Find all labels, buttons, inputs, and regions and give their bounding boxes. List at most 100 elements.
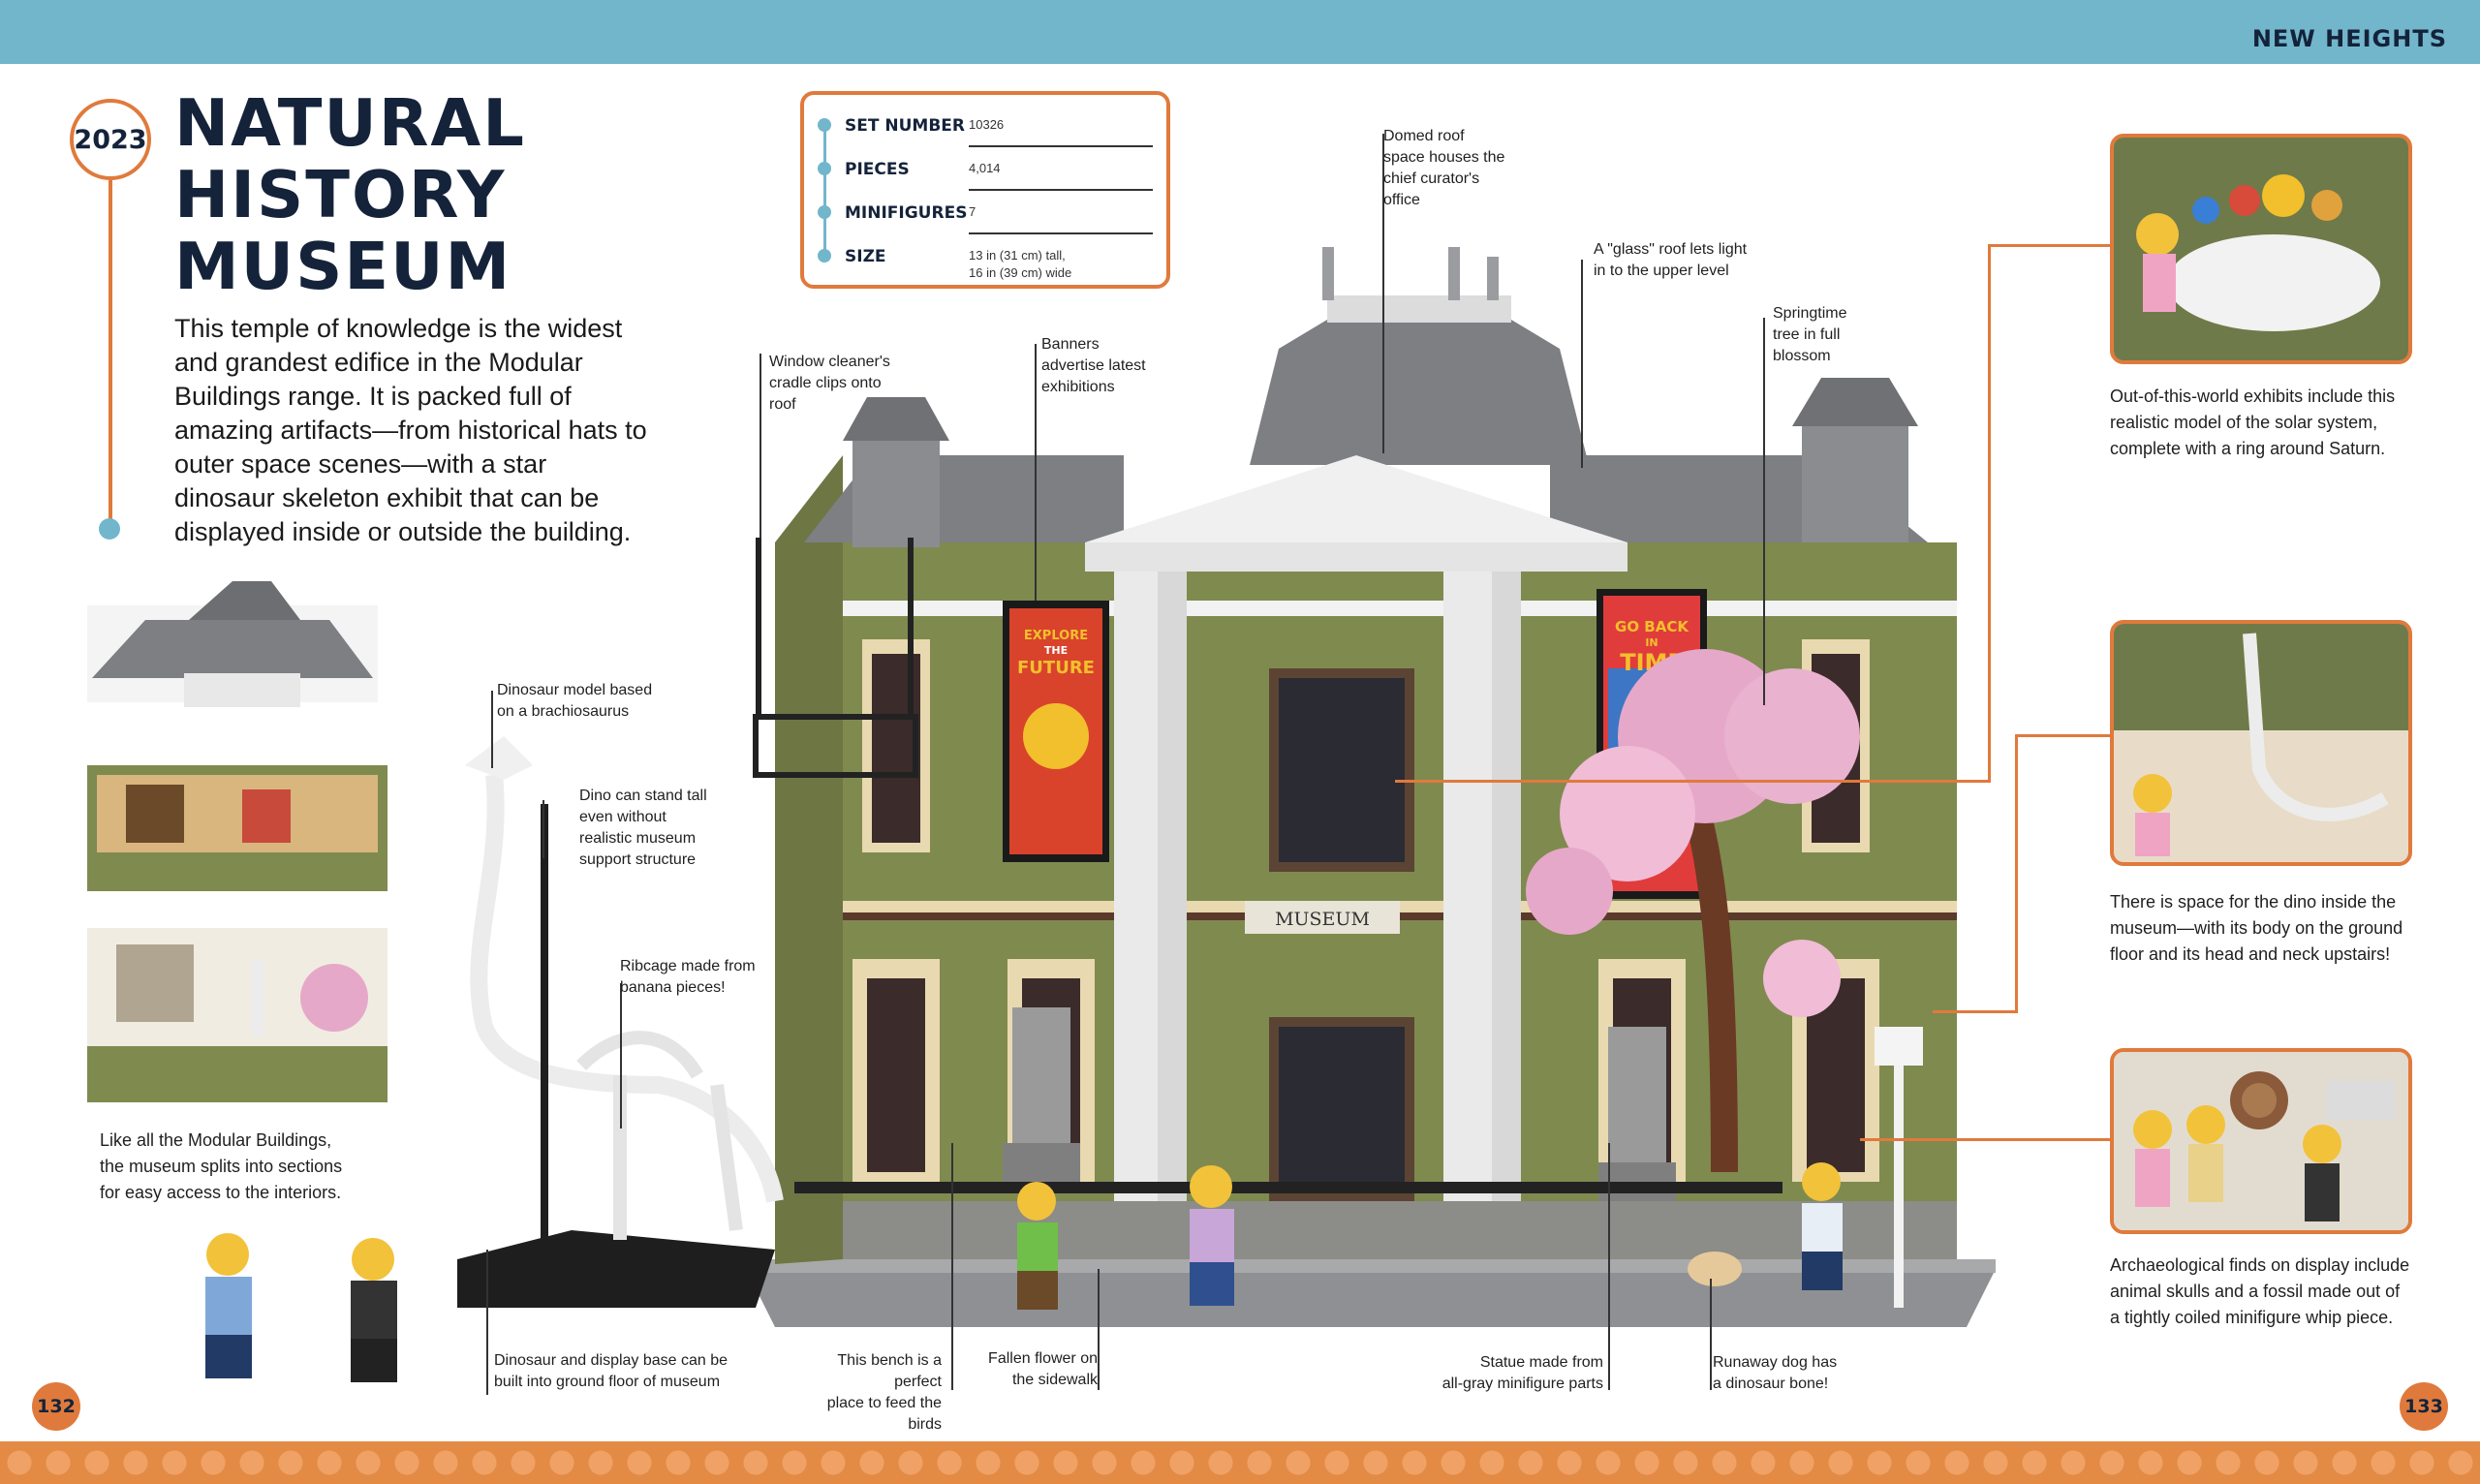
caption-dino-inside: There is space for the dino inside the m… — [2110, 892, 2403, 964]
spec-dot — [818, 205, 831, 219]
caption-springtime: Springtime tree in full blossom — [1773, 305, 1847, 364]
leader-dino-model — [491, 691, 493, 768]
caption-flower: Fallen flower on the sidewalk — [988, 1350, 1098, 1388]
svg-text:IN: IN — [1645, 636, 1658, 649]
spec-row-minifigures: MINIFIGURES 7 — [804, 198, 1164, 242]
year-badge: 2023 — [70, 99, 151, 180]
minifigure-child — [1017, 1182, 1058, 1310]
caption-window-cleaner: Window cleaner's cradle clips onto roof — [769, 354, 890, 413]
year-timeline-line — [108, 180, 112, 525]
caption-modular-split: Like all the Modular Buildings, the muse… — [100, 1130, 343, 1202]
leader-domed-roof — [1382, 134, 1384, 453]
roof-left — [804, 455, 1124, 542]
minifigure-visitor — [1190, 1165, 1234, 1306]
side-wall — [775, 455, 843, 1264]
spec-dot — [818, 249, 831, 263]
spec-rule — [969, 145, 1153, 147]
inset-leader-solar — [1988, 244, 2110, 247]
spec-rule — [969, 232, 1153, 234]
spec-value: 4,014 — [969, 161, 1001, 175]
pediment — [1085, 455, 1628, 542]
intro-paragraph: This temple of knowledge is the widest a… — [174, 314, 647, 546]
spec-value: 7 — [969, 204, 976, 219]
runaway-dog — [1688, 1252, 1742, 1286]
archaeology-illustration — [2114, 1052, 2408, 1230]
inset-leader-archaeology — [1860, 1138, 2110, 1141]
caption-bench: This bench is a perfect place to feed th… — [826, 1352, 942, 1433]
leader-banners — [1035, 344, 1037, 601]
svg-text:THE: THE — [1044, 644, 1068, 657]
section-label: NEW HEIGHTS — [2251, 25, 2447, 52]
spec-timeline-line — [823, 122, 826, 258]
year-timeline-dot — [99, 518, 120, 540]
spec-box: SET NUMBER 10326 PIECES 4,014 MINIFIGURE… — [800, 91, 1170, 289]
statue-right — [1608, 1027, 1666, 1172]
leader-statue — [1608, 1143, 1610, 1390]
title-line: HISTORY — [174, 157, 507, 232]
spec-row-set-number: SET NUMBER 10326 — [804, 110, 1164, 155]
spec-label: SIZE — [845, 247, 886, 266]
cleaner-cradle — [753, 714, 918, 778]
minifigure-curator — [351, 1238, 397, 1382]
dino-inside-illustration — [2114, 624, 2408, 862]
caption-solar: Out-of-this-world exhibits include this … — [2110, 386, 2396, 458]
svg-text:EXPLORE: EXPLORE — [1024, 629, 1088, 643]
spec-value: 13 in (31 cm) tall, 16 in (39 cm) wide — [969, 248, 1072, 280]
thumbnail-roof-section — [87, 581, 378, 707]
statue-left — [1012, 1007, 1070, 1153]
title-line: NATURAL — [174, 85, 526, 161]
inset-leader-dino — [2015, 734, 2110, 737]
page-number-left: 132 — [32, 1382, 80, 1431]
footer-bar — [0, 1441, 2480, 1484]
svg-text:GO BACK: GO BACK — [1615, 618, 1690, 635]
leader-window-cleaner — [760, 354, 761, 538]
spec-label: PIECES — [845, 160, 910, 179]
photo-solar-system — [2110, 134, 2412, 364]
spec-label: SET NUMBER — [845, 116, 965, 136]
caption-dino-stand: Dino can stand tall even without realist… — [579, 788, 707, 868]
page-title: NATURAL HISTORY MUSEUM — [174, 87, 526, 302]
thumbnail-upper-floor — [87, 765, 388, 891]
dino-base — [457, 1230, 775, 1308]
leader-ribcage — [620, 983, 622, 1128]
caption-statue: Statue made from all-gray minifigure par… — [1442, 1354, 1603, 1392]
spec-rule — [969, 189, 1153, 191]
spec-row-size: SIZE 13 in (31 cm) tall, 16 in (39 cm) w… — [804, 241, 1164, 286]
thumbnail-ground-floor — [87, 928, 388, 1102]
svg-text:FUTURE: FUTURE — [1017, 658, 1095, 678]
caption-glass-roof: A "glass" roof lets light in to the uppe… — [1594, 241, 1748, 279]
spec-dot — [818, 118, 831, 132]
leader-glass-roof — [1581, 260, 1583, 468]
page-number-right: 133 — [2400, 1382, 2448, 1431]
leader-flower — [1098, 1269, 1100, 1390]
museum-sign — [1245, 901, 1400, 934]
caption-archaeology: Archaeological finds on display include … — [2110, 1255, 2410, 1327]
title-line: MUSEUM — [174, 229, 512, 304]
spec-label: MINIFIGURES — [845, 203, 968, 223]
header-bar — [0, 0, 2480, 64]
caption-banners: Banners advertise latest exhibitions — [1041, 336, 1146, 395]
spec-value: 10326 — [969, 117, 1005, 132]
dino-skeleton — [470, 774, 784, 1203]
leader-dino-base — [486, 1250, 488, 1395]
fence — [794, 1182, 1782, 1193]
spec-dot — [818, 162, 831, 175]
minifigure-dog-owner — [1802, 1162, 1843, 1290]
dome — [1250, 320, 1589, 465]
baseplate — [746, 1269, 1996, 1327]
column — [1443, 572, 1497, 1201]
spec-row-pieces: PIECES 4,014 — [804, 154, 1164, 199]
museum-sign-text: MUSEUM — [1275, 909, 1370, 930]
caption-dino-base: Dinosaur and display base can be built i… — [494, 1352, 728, 1390]
solar-system-illustration — [2114, 138, 2408, 360]
caption-domed-roof: Domed roof space houses the chief curato… — [1383, 128, 1505, 208]
caption-dog: Runaway dog has a dinosaur bone! — [1713, 1354, 1838, 1392]
caption-dino-model: Dinosaur model based on a brachiosaurus — [497, 682, 653, 720]
caption-ribcage: Ribcage made from banana pieces! — [620, 958, 756, 996]
minifigure-janitor — [205, 1233, 252, 1378]
leader-dog — [1710, 1279, 1712, 1390]
photo-archaeology — [2110, 1048, 2412, 1234]
leader-springtime — [1763, 318, 1765, 705]
leader-bench — [951, 1143, 953, 1390]
